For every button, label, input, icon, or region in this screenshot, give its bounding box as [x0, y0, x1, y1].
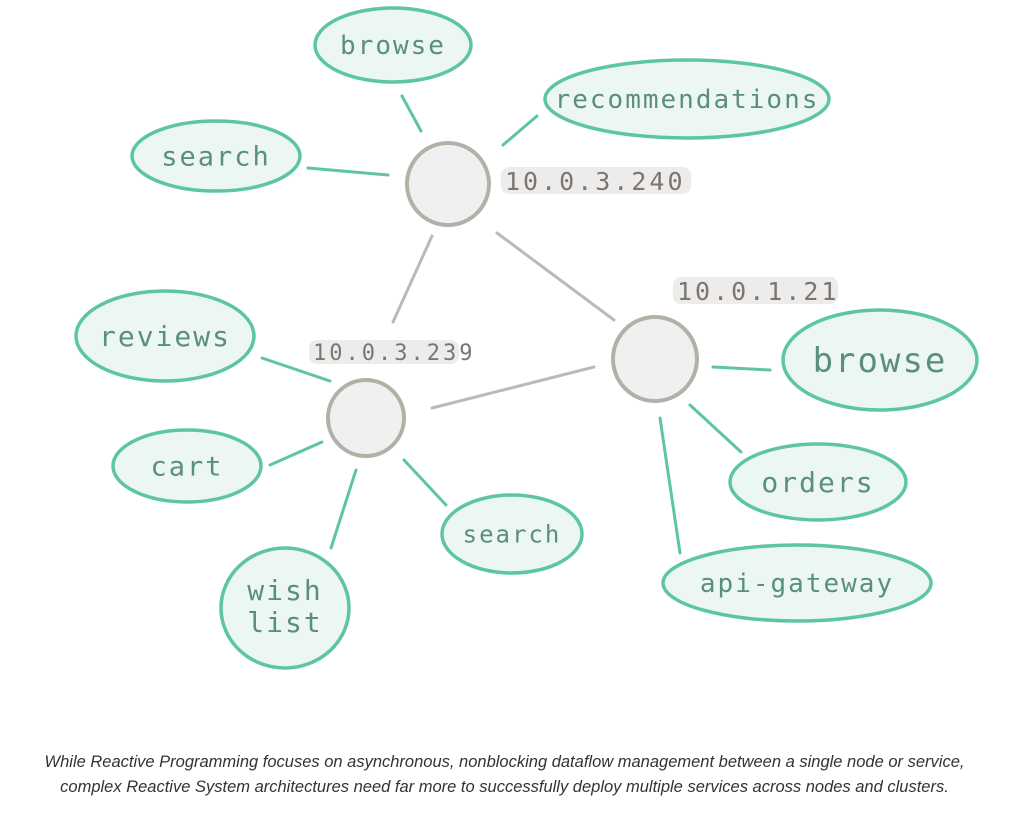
- service-bubble: [74, 289, 256, 383]
- node-link-n240-n239: [391, 234, 434, 324]
- service-label: recommendations: [555, 85, 820, 115]
- ip-label-smudge: [501, 167, 691, 194]
- service-label: orders: [761, 466, 874, 499]
- node-circle: [405, 141, 491, 227]
- node-n239: 10.0.3.239: [309, 340, 475, 458]
- links-layer: [391, 231, 616, 410]
- service-bubble: [111, 428, 263, 504]
- service-bubble: [219, 546, 351, 670]
- service-connector: [501, 114, 539, 147]
- service-browse-21: browse: [711, 308, 979, 412]
- service-connector: [688, 403, 743, 454]
- service-connector: [329, 468, 358, 550]
- service-bubble: [728, 442, 908, 522]
- service-label: browse: [813, 341, 948, 381]
- node-link-n240-n21: [495, 231, 616, 322]
- node-n240: 10.0.3.240: [405, 141, 691, 227]
- ip-label-smudge: [673, 277, 838, 304]
- service-bubble: [313, 6, 473, 84]
- ip-label-smudge: [309, 340, 459, 364]
- service-label: search: [463, 520, 562, 548]
- node-n21: 10.0.1.21: [611, 277, 839, 403]
- service-reviews-239: reviews: [74, 289, 332, 383]
- node-circle: [326, 378, 406, 458]
- service-connector: [260, 356, 332, 383]
- service-recommendations-240: recommendations: [501, 58, 831, 147]
- service-browse-240: browse: [313, 6, 473, 133]
- service-bubble: [130, 119, 302, 193]
- service-label: cart: [150, 451, 223, 482]
- service-topology-diagram: browse recommendations search reviews cart wi…: [74, 6, 979, 670]
- service-apigateway-21: api-gateway: [658, 416, 933, 623]
- service-cart-239: cart: [111, 428, 324, 504]
- service-orders-21: orders: [688, 403, 908, 522]
- service-bubble: [661, 543, 933, 623]
- service-connector: [658, 416, 682, 555]
- service-connector: [268, 440, 324, 467]
- service-label: api-gateway: [700, 569, 894, 599]
- node-ip-label: 10.0.3.239: [313, 341, 475, 366]
- service-label: browse: [340, 31, 446, 61]
- services-layer: browse recommendations search reviews cart wi…: [74, 6, 979, 670]
- node-ip-label: 10.0.1.21: [677, 277, 839, 306]
- service-bubble: [440, 493, 584, 575]
- figure-caption: While Reactive Programming focuses on as…: [44, 752, 965, 796]
- service-label: search: [161, 141, 271, 172]
- service-search-239: search: [402, 458, 584, 575]
- service-connector: [402, 458, 448, 507]
- service-connector: [306, 166, 390, 177]
- service-connector: [711, 365, 772, 372]
- service-search-240: search: [130, 119, 390, 193]
- service-bubble: [543, 58, 831, 140]
- service-connector: [400, 94, 423, 133]
- node-link-n239-n21: [430, 365, 596, 410]
- nodes-layer: 10.0.3.240 10.0.3.239 10.0.1.21: [309, 141, 839, 458]
- service-label: reviews: [99, 320, 231, 353]
- node-ip-label: 10.0.3.240: [505, 167, 686, 196]
- service-bubble: [781, 308, 979, 412]
- node-circle: [611, 315, 699, 403]
